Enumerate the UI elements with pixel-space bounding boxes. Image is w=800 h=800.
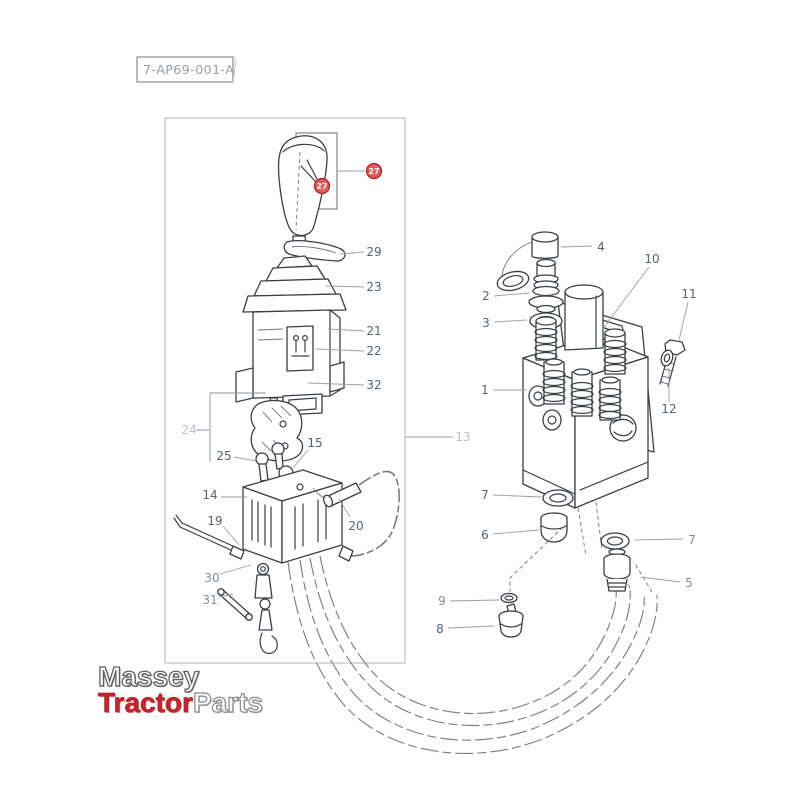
callout-29: 29: [366, 245, 381, 259]
callout-10: 10: [644, 252, 659, 266]
callout-31: 31: [202, 593, 217, 607]
callout-12: 12: [661, 402, 676, 416]
watermark-tractor: Tractor: [98, 687, 193, 718]
washer-12: [660, 349, 674, 367]
callout-13: 13: [455, 430, 470, 444]
callout-7-right: 7: [688, 533, 696, 547]
quick-coupler-2: [528, 258, 564, 314]
callout-20: 20: [348, 519, 363, 533]
rod-19: [173, 514, 245, 560]
callout-6: 6: [481, 528, 489, 542]
badge-27-inner: 27: [313, 177, 331, 195]
watermark-parts: Parts: [192, 687, 263, 718]
spool-back-right: [603, 328, 627, 375]
callout-30: 30: [204, 571, 219, 585]
callout-14: 14: [202, 488, 217, 502]
switch-panel-22: [286, 325, 314, 372]
spool-front-2: [570, 368, 594, 417]
callout-2: 2: [482, 289, 490, 303]
callout-8: 8: [436, 622, 444, 636]
spool-front-3: [598, 376, 622, 421]
nut-9: [500, 592, 518, 604]
ball-pin-25: [255, 452, 269, 482]
plug-6: [540, 512, 568, 543]
callout-23: 23: [366, 280, 381, 294]
leader-lines: [196, 170, 689, 629]
badge-27-inner-label: 27: [316, 182, 327, 191]
callout-25: 25: [216, 449, 231, 463]
rubber-boot-23: [242, 255, 347, 313]
callout-labels: 29 23 21 22 32 24 25 15 14 19 20 30 31 1…: [181, 240, 696, 636]
valve-block-14: [242, 469, 343, 564]
callout-21: 21: [366, 324, 381, 338]
callout-24: 24: [181, 423, 196, 437]
assembly-frame-box: [164, 117, 406, 664]
plug-8: [498, 603, 524, 638]
callout-7-left: 7: [481, 488, 489, 502]
callout-9: 9: [438, 594, 446, 608]
pin-31: [217, 588, 278, 655]
cable-assembly-20: [312, 470, 400, 562]
spool-front-1: [542, 358, 566, 405]
reference-label: 7-AP69-001-A: [143, 62, 234, 77]
badge-27-outer-label: 27: [368, 167, 379, 176]
control-body-21: [252, 309, 341, 399]
seal-7-right: [600, 532, 630, 550]
valve-spools: [534, 284, 627, 421]
callout-5: 5: [685, 576, 693, 590]
universal-joint-24: [250, 399, 304, 462]
link-30: [254, 562, 273, 610]
badge-27-outer: 27: [365, 162, 383, 180]
spool-back-left: [534, 316, 558, 361]
callout-11: 11: [681, 287, 696, 301]
dashed-pointer: [509, 526, 564, 592]
callout-19: 19: [207, 514, 222, 528]
callout-22: 22: [366, 344, 381, 358]
dust-cap-4: [496, 231, 559, 292]
callout-4: 4: [597, 240, 605, 254]
fitting-5: [603, 548, 631, 592]
control-valve-1: [522, 335, 649, 509]
watermark-tractorparts: TractorParts: [98, 687, 264, 721]
callout-1: 1: [481, 383, 489, 397]
reference-label-box: 7-AP69-001-A: [136, 56, 237, 83]
callout-32: 32: [366, 378, 381, 392]
watermark-massey: Massey: [97, 661, 200, 692]
callout-15: 15: [307, 436, 322, 450]
callout-3: 3: [482, 316, 490, 330]
massey-tractorparts-watermark: Massey TractorParts: [97, 661, 264, 721]
seal-7-left: [542, 489, 574, 507]
